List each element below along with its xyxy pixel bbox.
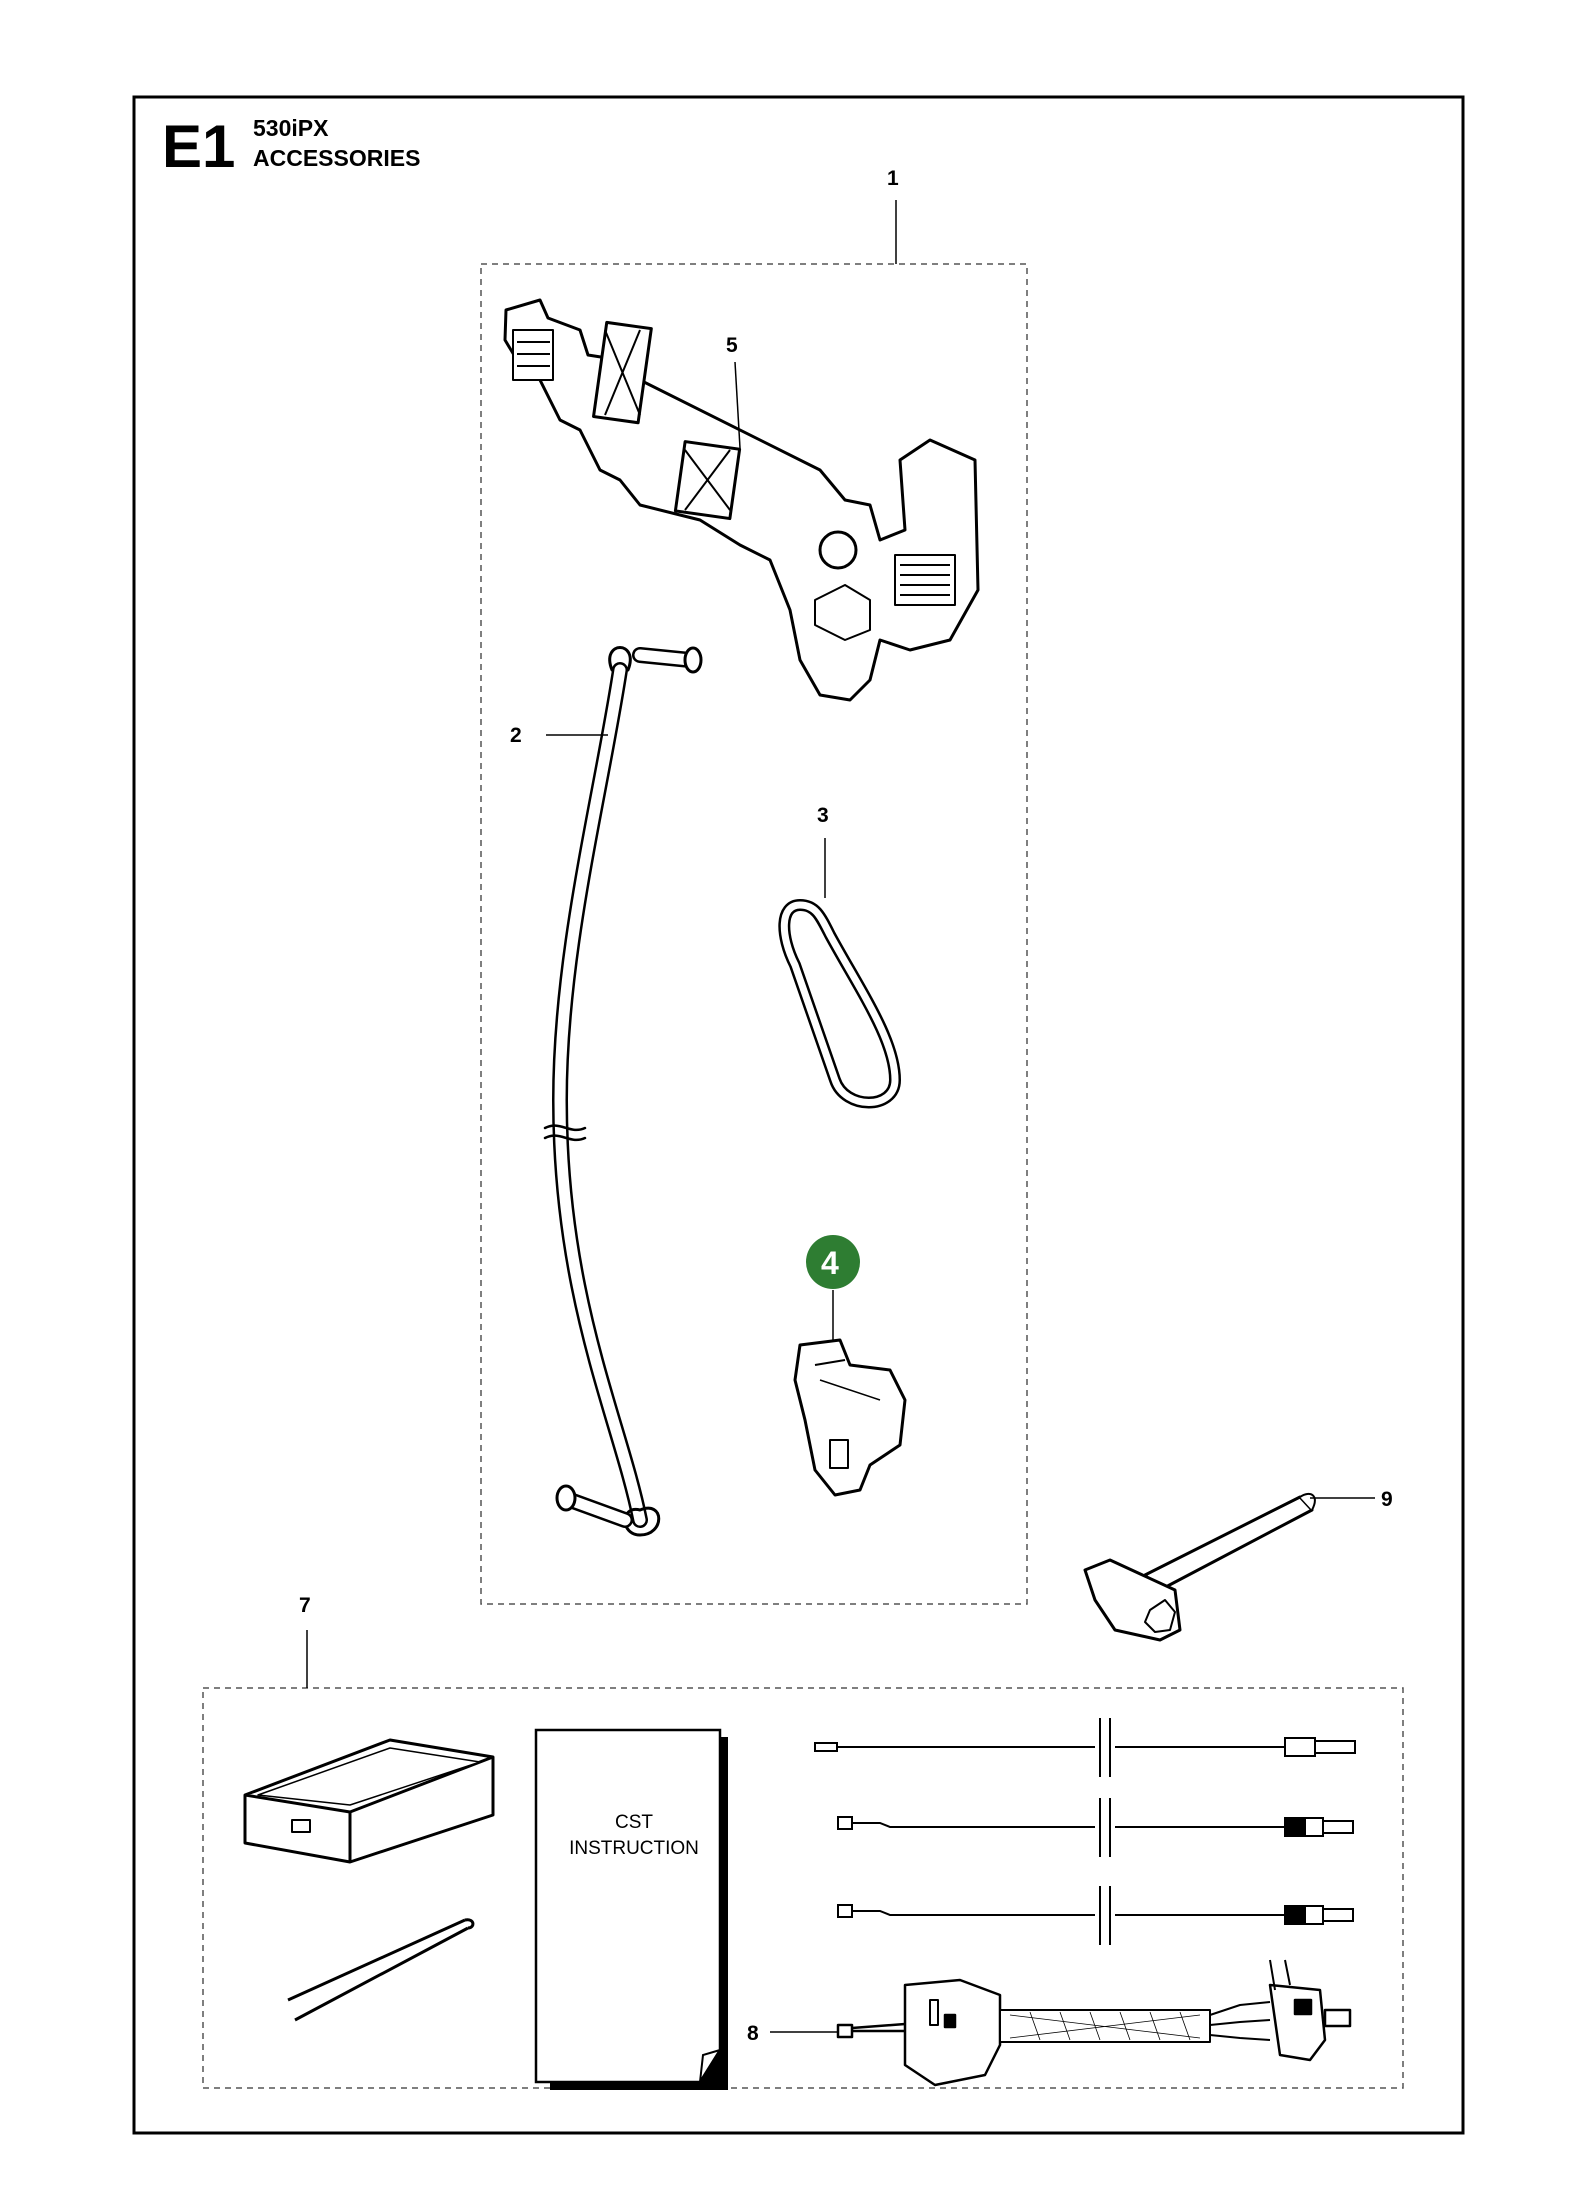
interface-box[interactable] bbox=[243, 1738, 495, 1864]
instruction-manual[interactable] bbox=[534, 1728, 728, 2090]
callout-4[interactable]: 4 bbox=[821, 1245, 839, 1281]
kit-box-service bbox=[202, 1687, 1404, 2089]
section-code: E1 bbox=[162, 113, 235, 180]
callout-8[interactable]: 8 bbox=[747, 2022, 759, 2045]
service-cable-2[interactable] bbox=[837, 1798, 1354, 1857]
page-frame bbox=[132, 95, 1465, 2135]
loop-part-3[interactable] bbox=[778, 898, 902, 1109]
callout-5[interactable]: 5 bbox=[726, 334, 738, 357]
cord-part-2[interactable] bbox=[543, 646, 703, 1537]
callout-3[interactable]: 3 bbox=[817, 804, 829, 827]
service-cable-1[interactable] bbox=[814, 1718, 1356, 1777]
callout-9[interactable]: 9 bbox=[1381, 1488, 1393, 1511]
manual-title-line2: INSTRUCTION bbox=[569, 1838, 699, 1859]
kit-box-harness bbox=[480, 263, 1028, 1605]
model-name: 530iPX bbox=[253, 115, 329, 141]
callout-2[interactable]: 2 bbox=[510, 724, 522, 747]
callout-4-badge[interactable] bbox=[806, 1235, 860, 1289]
combination-wrench-part-9[interactable] bbox=[1083, 1492, 1316, 1642]
service-cable-3[interactable] bbox=[837, 1886, 1354, 1945]
hook-part-4[interactable] bbox=[793, 1338, 907, 1497]
callout-7[interactable]: 7 bbox=[299, 1594, 311, 1617]
tweezers[interactable] bbox=[287, 1918, 475, 2022]
group-title: ACCESSORIES bbox=[253, 145, 420, 171]
wiring-harness-part-8[interactable] bbox=[836, 1959, 1352, 2087]
leader-line-5 bbox=[734, 361, 741, 449]
manual-title-line1: CST bbox=[615, 1812, 653, 1833]
strap-buckle-part-5[interactable] bbox=[503, 298, 980, 702]
callout-1[interactable]: 1 bbox=[887, 167, 899, 190]
